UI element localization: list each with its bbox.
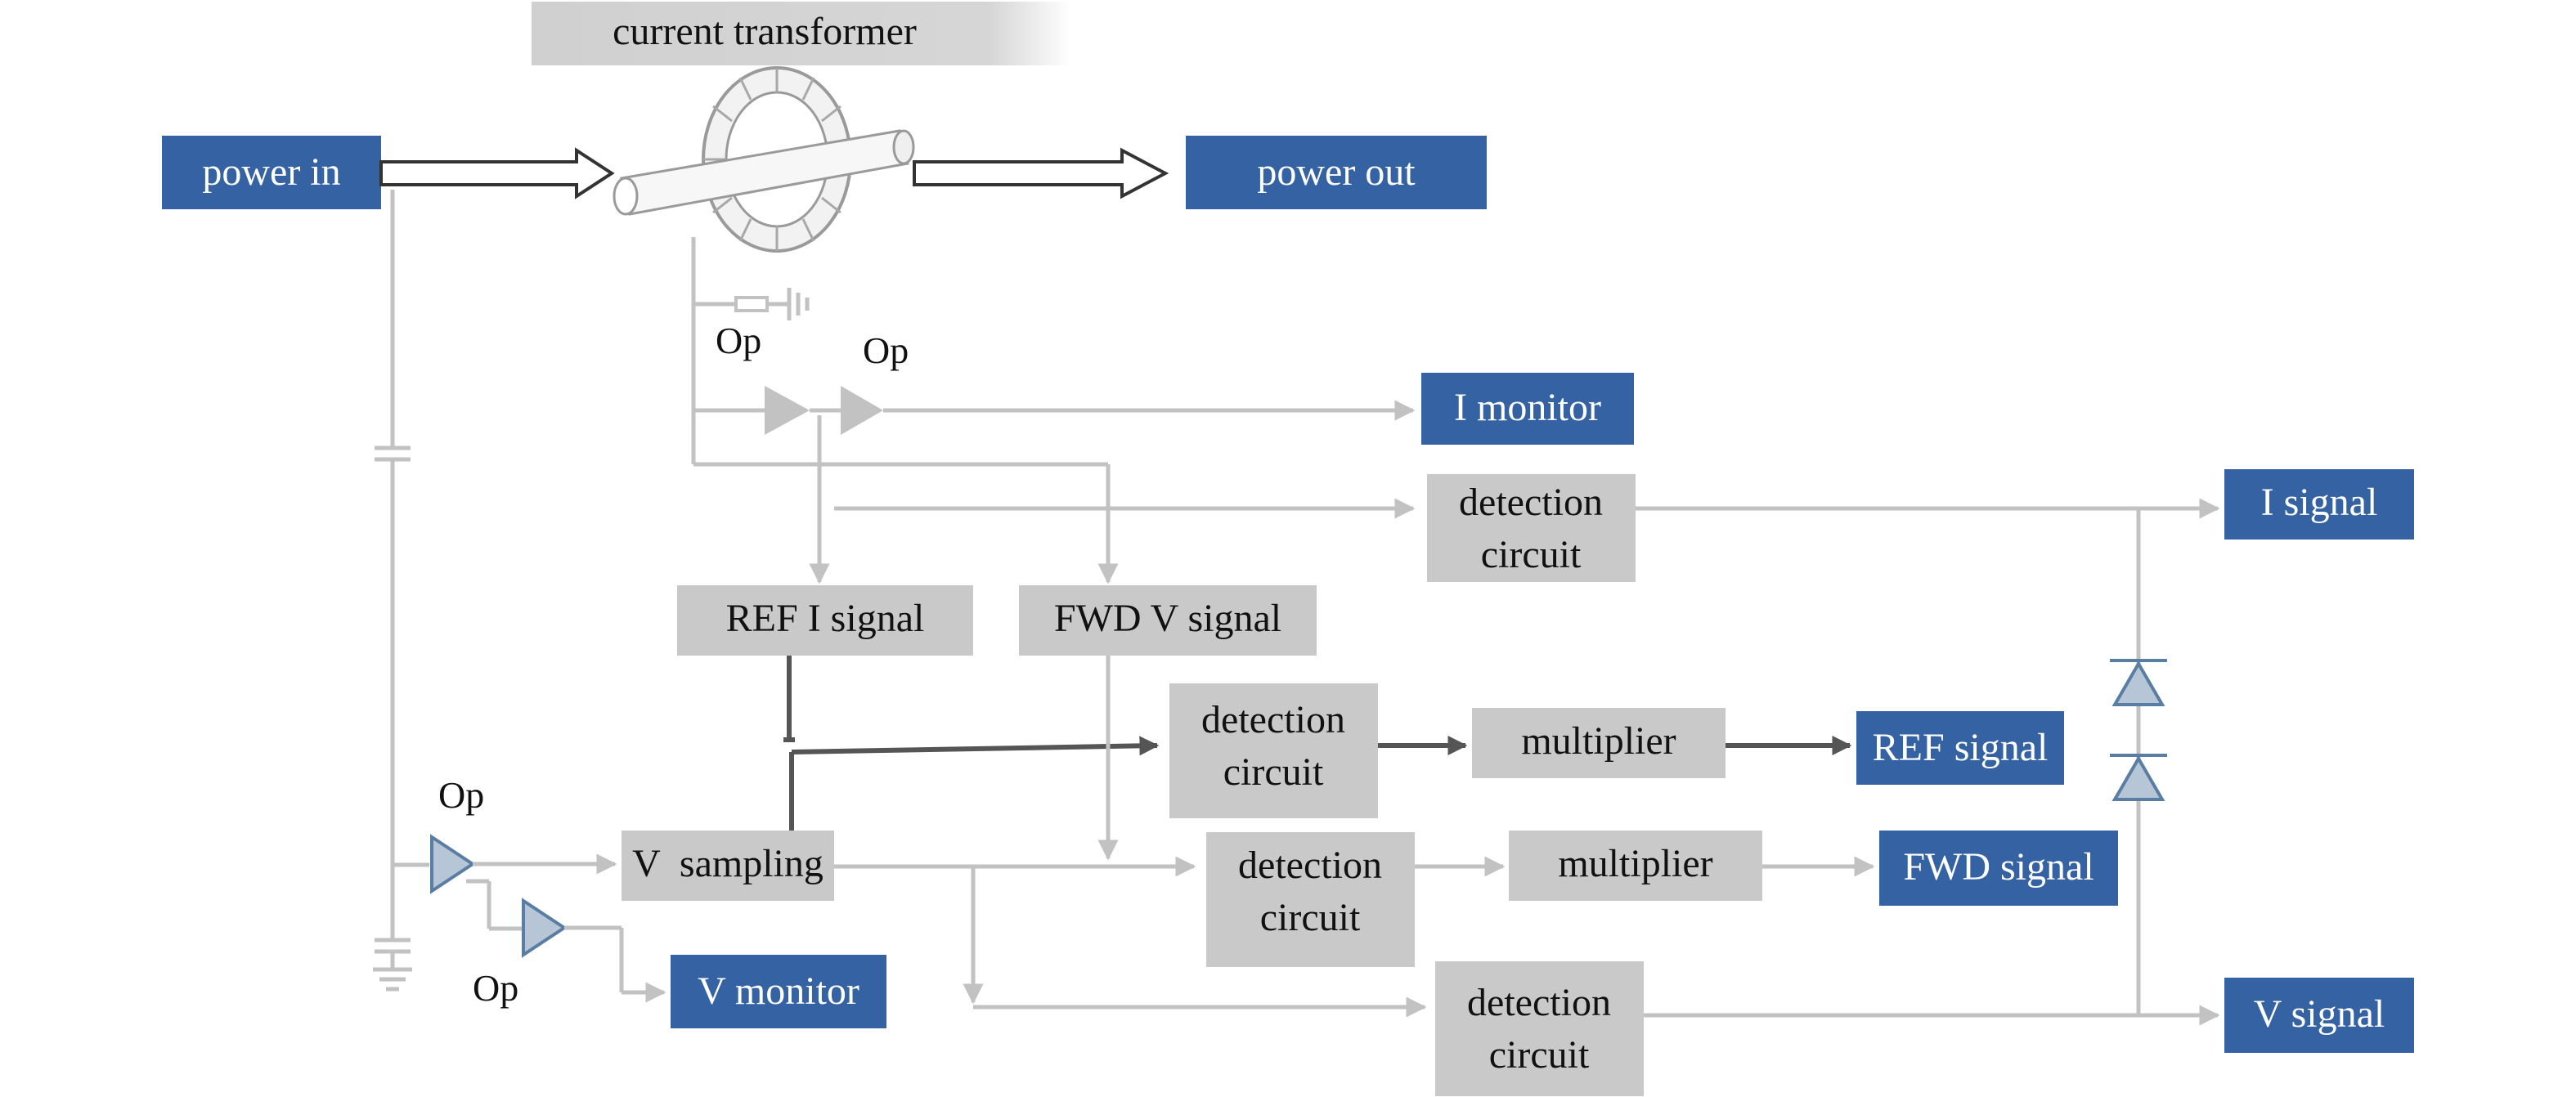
op-label-4: Op [473,967,518,1009]
i-monitor-label: I monitor [1454,386,1601,429]
detection-circuit-ref-line2: circuit [1223,750,1324,794]
detection-circuit-top-line1: detection [1459,481,1603,524]
diode-pair [2110,508,2167,1015]
detection-circuit-fwd-line2: circuit [1260,896,1361,939]
ct-secondary-wires [691,237,1119,584]
current-transformer-label-box [532,2,1071,65]
detection-circuit-ref-box [1169,683,1378,818]
detection-circuit-top-line2: circuit [1481,533,1582,576]
op-label-3: Op [438,774,484,816]
fwd-v-signal-label: FWD V signal [1054,597,1281,640]
multiplier-fwd-box [1509,831,1762,901]
power-out-box [1186,136,1487,209]
v-monitor-box [671,955,886,1028]
detection-circuit-top-box [1427,474,1636,582]
op-amp-i-1 [765,386,810,435]
detection-circuit-v-line2: circuit [1489,1033,1590,1077]
i-signal-label: I signal [2261,481,2378,524]
power-in-label: power in [202,150,340,194]
op-amp-i-2 [841,386,883,435]
v-sampling-box [622,831,834,901]
fwd-v-signal-box [1019,585,1317,656]
current-transformer-icon [613,66,915,253]
ref-signal-box [1856,711,2064,785]
v-signal-label: V signal [2254,992,2385,1036]
detection-circuit-v-line1: detection [1467,981,1611,1024]
power-in-box [162,136,381,209]
v-signal-box [2224,978,2414,1053]
op-amp-v-1 [430,834,476,894]
multiplier-fwd-label: multiplier [1558,842,1712,885]
ref-signal-label: REF signal [1873,726,2049,769]
power-out-label: power out [1257,150,1416,194]
multiplier-ref-box [1472,708,1726,778]
detection-circuit-ref-line1: detection [1201,698,1345,741]
fwd-signal-label: FWD signal [1903,845,2094,889]
fwd-signal-box [1879,831,2118,906]
ref-i-signal-box [677,585,973,656]
op-label-2: Op [863,329,909,371]
ref-i-signal-label: REF I signal [726,597,925,640]
op-amp-v-2 [522,898,568,958]
detection-circuit-fwd-line1: detection [1238,844,1382,887]
detection-circuit-v-box [1435,961,1644,1096]
detection-circuit-fwd-box [1206,832,1415,967]
power-in-arrow [379,147,615,199]
current-transformer-label: current transformer [613,10,917,53]
v-monitor-label: V monitor [698,969,859,1013]
voltage-pickup-wires [373,190,429,992]
multiplier-ref-label: multiplier [1521,719,1676,763]
i-signal-box [2224,469,2414,540]
v-sampling-label: V sampling [632,842,824,885]
op-label-1: Op [716,320,761,361]
power-out-arrow [913,147,1169,199]
i-monitor-box [1421,373,1634,445]
